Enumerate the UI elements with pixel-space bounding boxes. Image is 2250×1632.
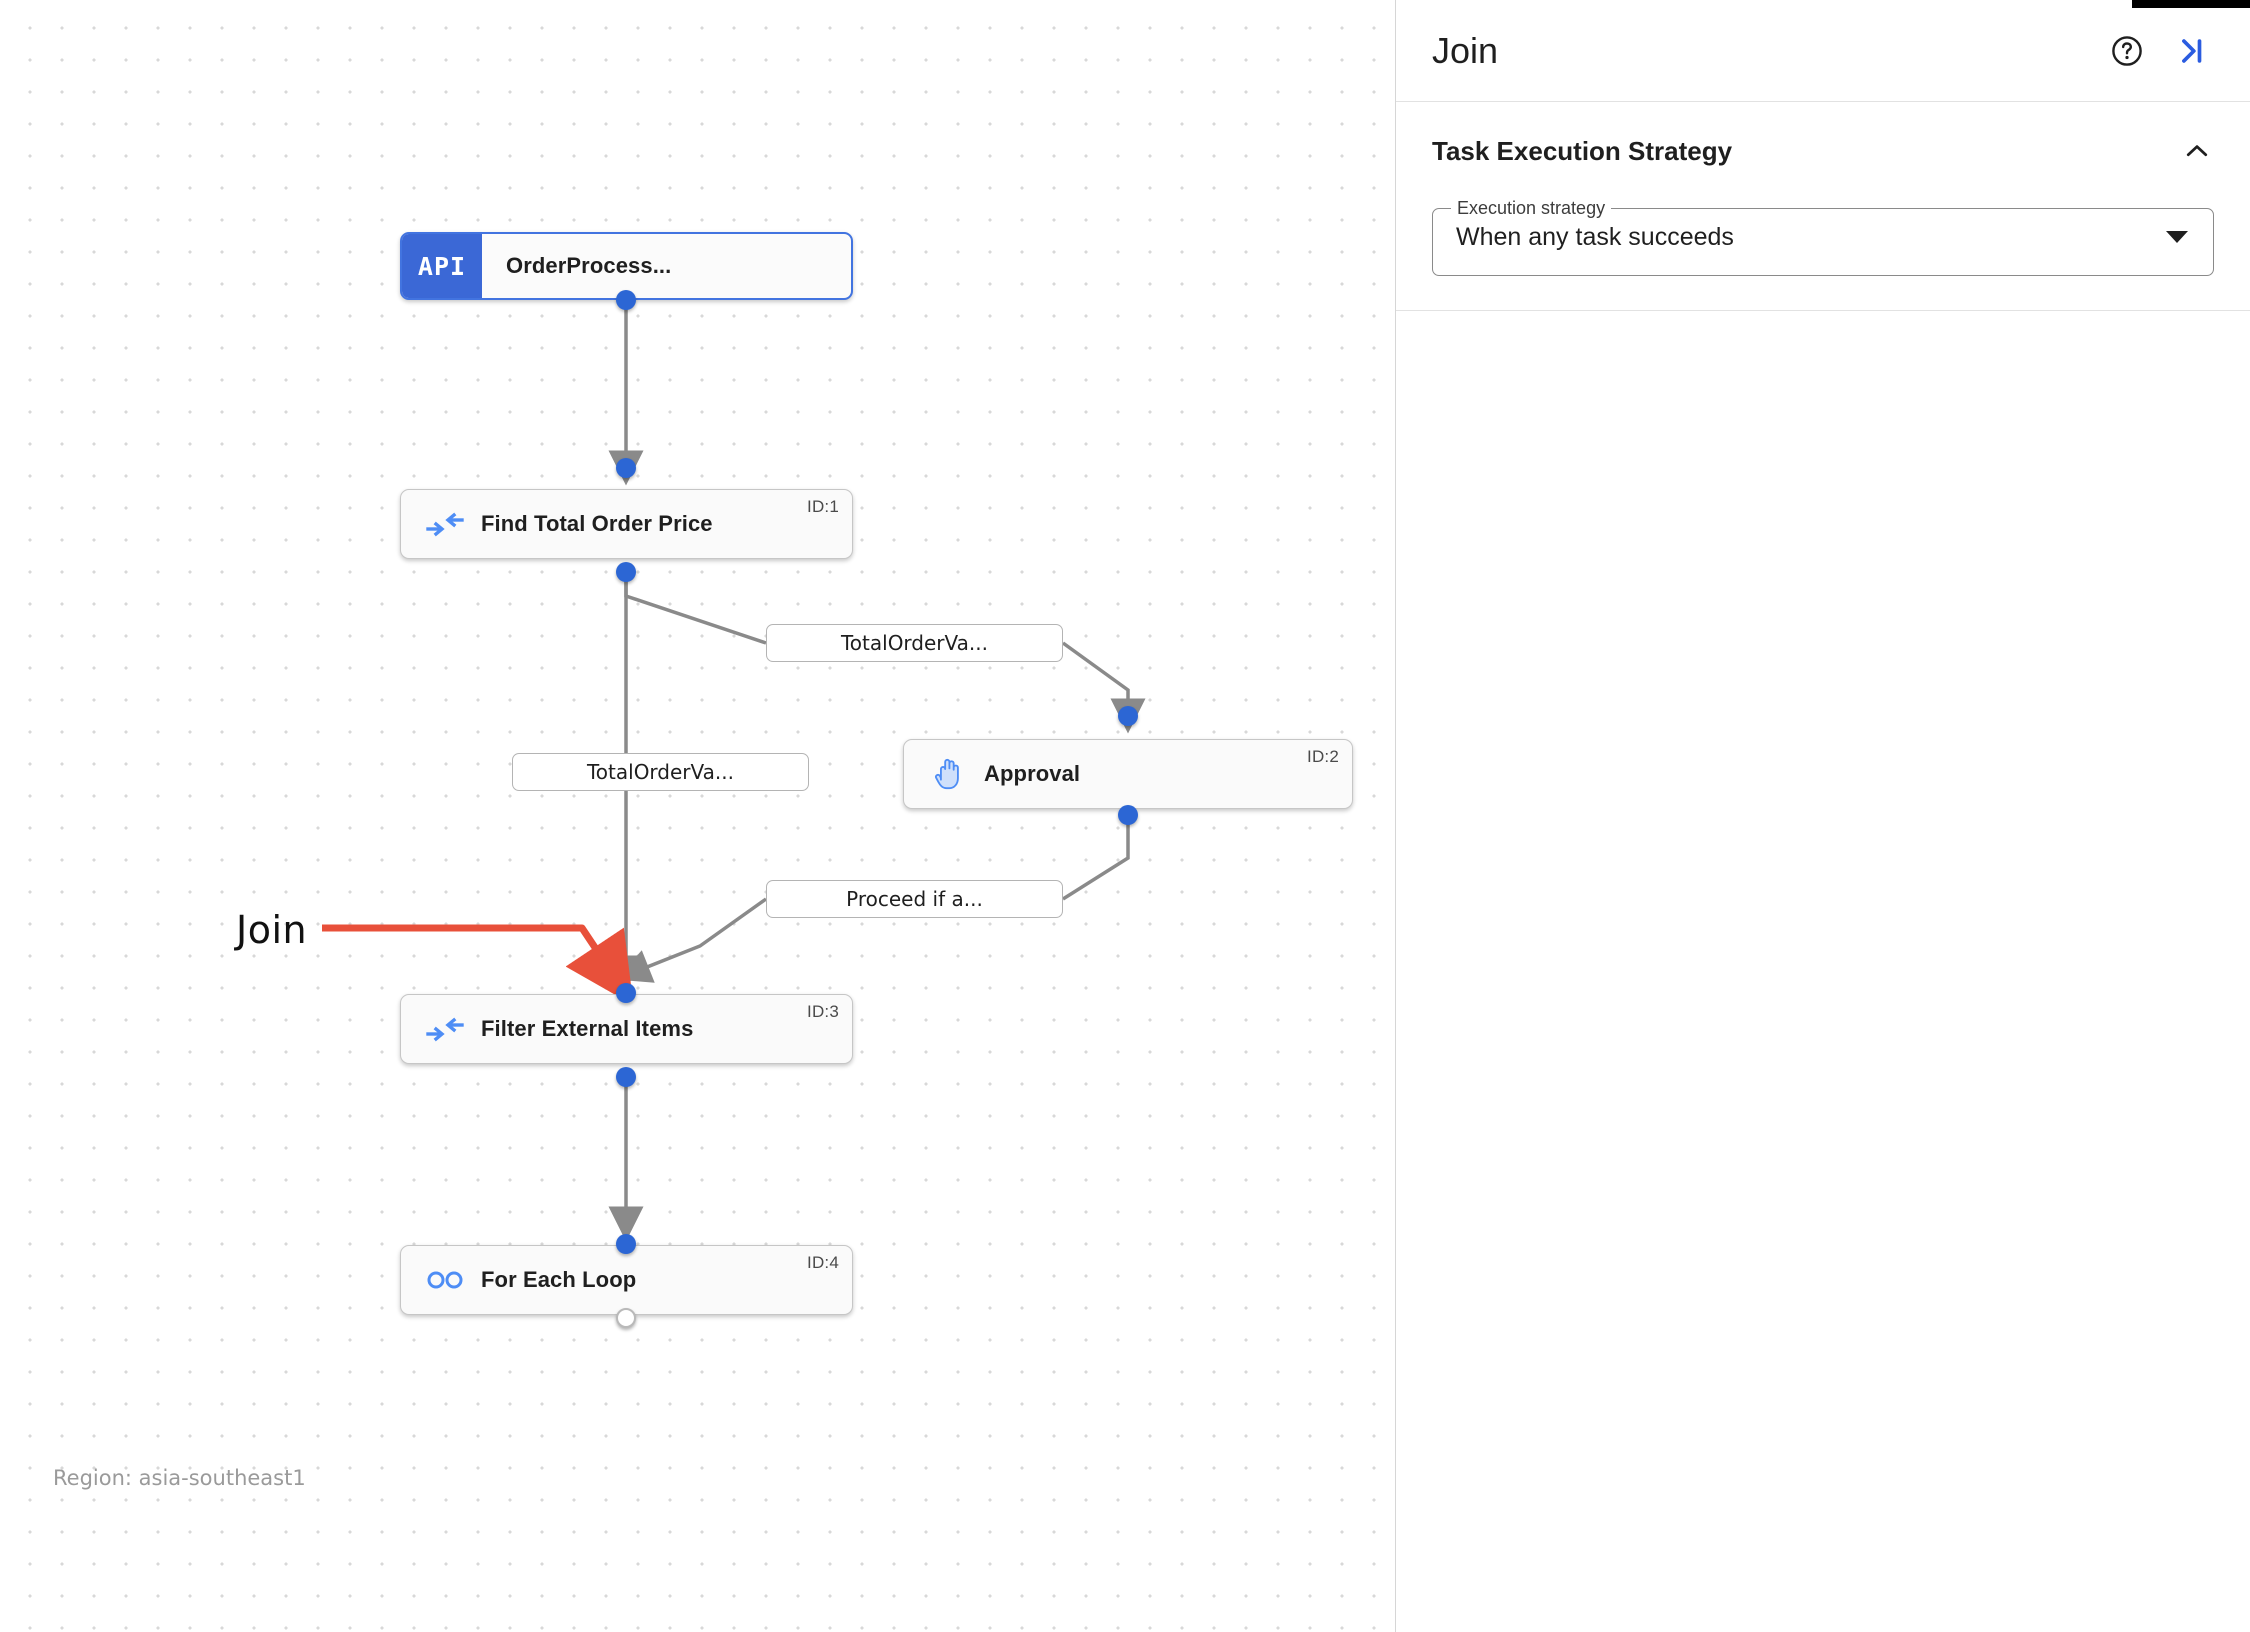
node-title: For Each Loop <box>481 1267 637 1292</box>
node-title: Filter External Items <box>481 1016 694 1041</box>
collapse-right-icon[interactable] <box>2168 28 2214 74</box>
port-find-out[interactable] <box>616 562 636 582</box>
merge-arrows-icon <box>423 502 467 546</box>
node-approval[interactable]: Approval ID:2 <box>903 739 1353 809</box>
section-title: Task Execution Strategy <box>1432 135 1733 166</box>
port-loop-in[interactable] <box>616 1234 636 1254</box>
edge-label[interactable]: Proceed if a... <box>766 880 1063 918</box>
window-edge-sliver <box>2132 0 2250 8</box>
node-title: OrderProcess... <box>506 253 672 278</box>
node-orderprocess-api[interactable]: API OrderProcess... <box>400 232 853 300</box>
annotation-label-join: Join <box>236 908 308 952</box>
region-label: Region: asia-southeast1 <box>53 1466 306 1490</box>
pan-tool-hand-icon <box>926 752 970 796</box>
chevron-down-icon[interactable] <box>2166 198 2188 276</box>
workflow-canvas[interactable]: API OrderProcess... Find Total Order Pri… <box>0 0 1395 1632</box>
node-filter-external-items[interactable]: Filter External Items ID:3 <box>400 994 853 1064</box>
port-api-out[interactable] <box>616 290 636 310</box>
node-title: Find Total Order Price <box>481 511 713 536</box>
section-header[interactable]: Task Execution Strategy <box>1432 134 2214 168</box>
chevron-up-icon[interactable] <box>2180 134 2214 168</box>
node-id-label: ID:2 <box>1307 747 1339 766</box>
port-approval-in[interactable] <box>1118 706 1138 726</box>
node-find-total-order-price[interactable]: Find Total Order Price ID:1 <box>400 489 853 559</box>
node-title: Approval <box>984 761 1081 786</box>
properties-panel: Join Task Execution Strategy <box>1395 0 2250 1632</box>
port-filter-in[interactable] <box>616 983 636 1003</box>
panel-header: Join <box>1396 0 2250 102</box>
execution-strategy-value: When any task succeeds <box>1456 222 1734 251</box>
api-badge-label: API <box>417 251 467 281</box>
edge-label[interactable]: TotalOrderVa... <box>766 624 1063 662</box>
node-id-label: ID:3 <box>807 1002 839 1021</box>
port-find-in[interactable] <box>616 458 636 478</box>
node-id-label: ID:1 <box>807 497 839 516</box>
task-execution-strategy-section: Task Execution Strategy Execution strate… <box>1396 102 2250 311</box>
infinity-loop-icon <box>423 1258 467 1302</box>
execution-strategy-select[interactable]: Execution strategy When any task succeed… <box>1432 198 2214 276</box>
node-id-label: ID:4 <box>807 1253 839 1272</box>
api-badge-icon: API <box>402 234 482 298</box>
panel-title: Join <box>1432 29 1499 71</box>
merge-arrows-icon <box>423 1007 467 1051</box>
port-filter-out[interactable] <box>616 1067 636 1087</box>
edge-label[interactable]: TotalOrderVa... <box>512 753 809 791</box>
port-approval-out[interactable] <box>1118 805 1138 825</box>
port-loop-out[interactable] <box>616 1308 636 1328</box>
help-circle-icon[interactable] <box>2104 28 2150 74</box>
node-for-each-loop[interactable]: For Each Loop ID:4 <box>400 1245 853 1315</box>
